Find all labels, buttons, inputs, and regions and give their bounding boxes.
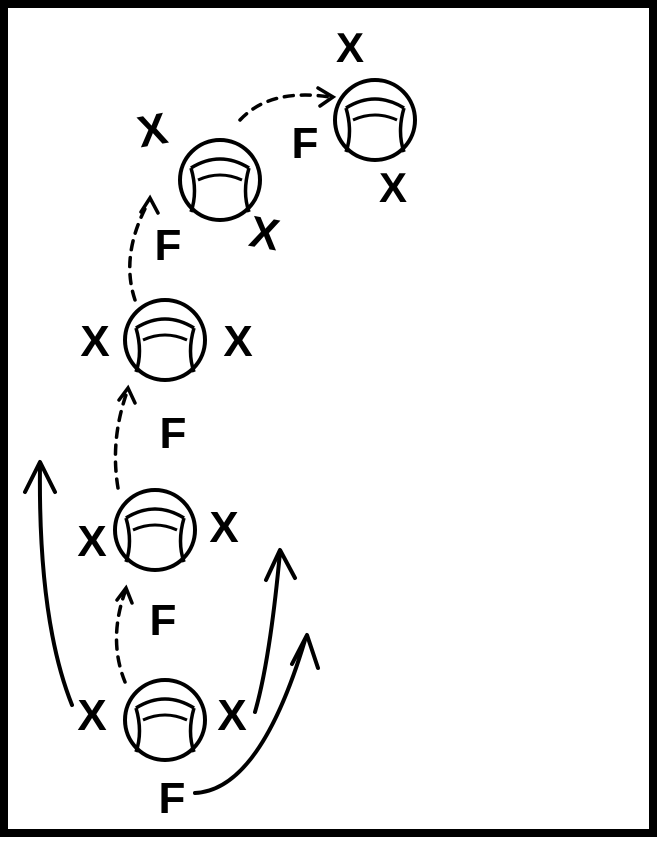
player-x: X [223,317,252,366]
ball-icon [180,140,260,220]
player-x: X [379,164,407,211]
ball-icon [125,680,205,760]
player-x: X [217,691,246,740]
solid-run-arrow [195,640,305,793]
player-x: X [77,517,106,566]
arrowhead [141,198,158,213]
feeder-f: F [292,119,319,168]
ball-icon [115,490,195,570]
dashed-pass-arrow [115,392,127,488]
player-x: X [134,104,171,157]
feeder-f: F [160,409,187,458]
player-x: X [336,24,364,71]
player-x: X [77,691,106,740]
dashed-pass-arrow [240,95,330,120]
solid-run-arrow [40,465,72,705]
feeder-f: F [159,774,186,823]
ball-icon [335,80,415,160]
feeder-f: F [150,596,177,645]
player-x: X [246,207,283,260]
dashed-pass-arrow [117,592,126,682]
feeder-f: F [155,221,182,270]
ball-icon [125,300,205,380]
dashed-pass-arrow [130,203,148,300]
player-x: X [80,317,109,366]
player-x: X [209,503,238,552]
